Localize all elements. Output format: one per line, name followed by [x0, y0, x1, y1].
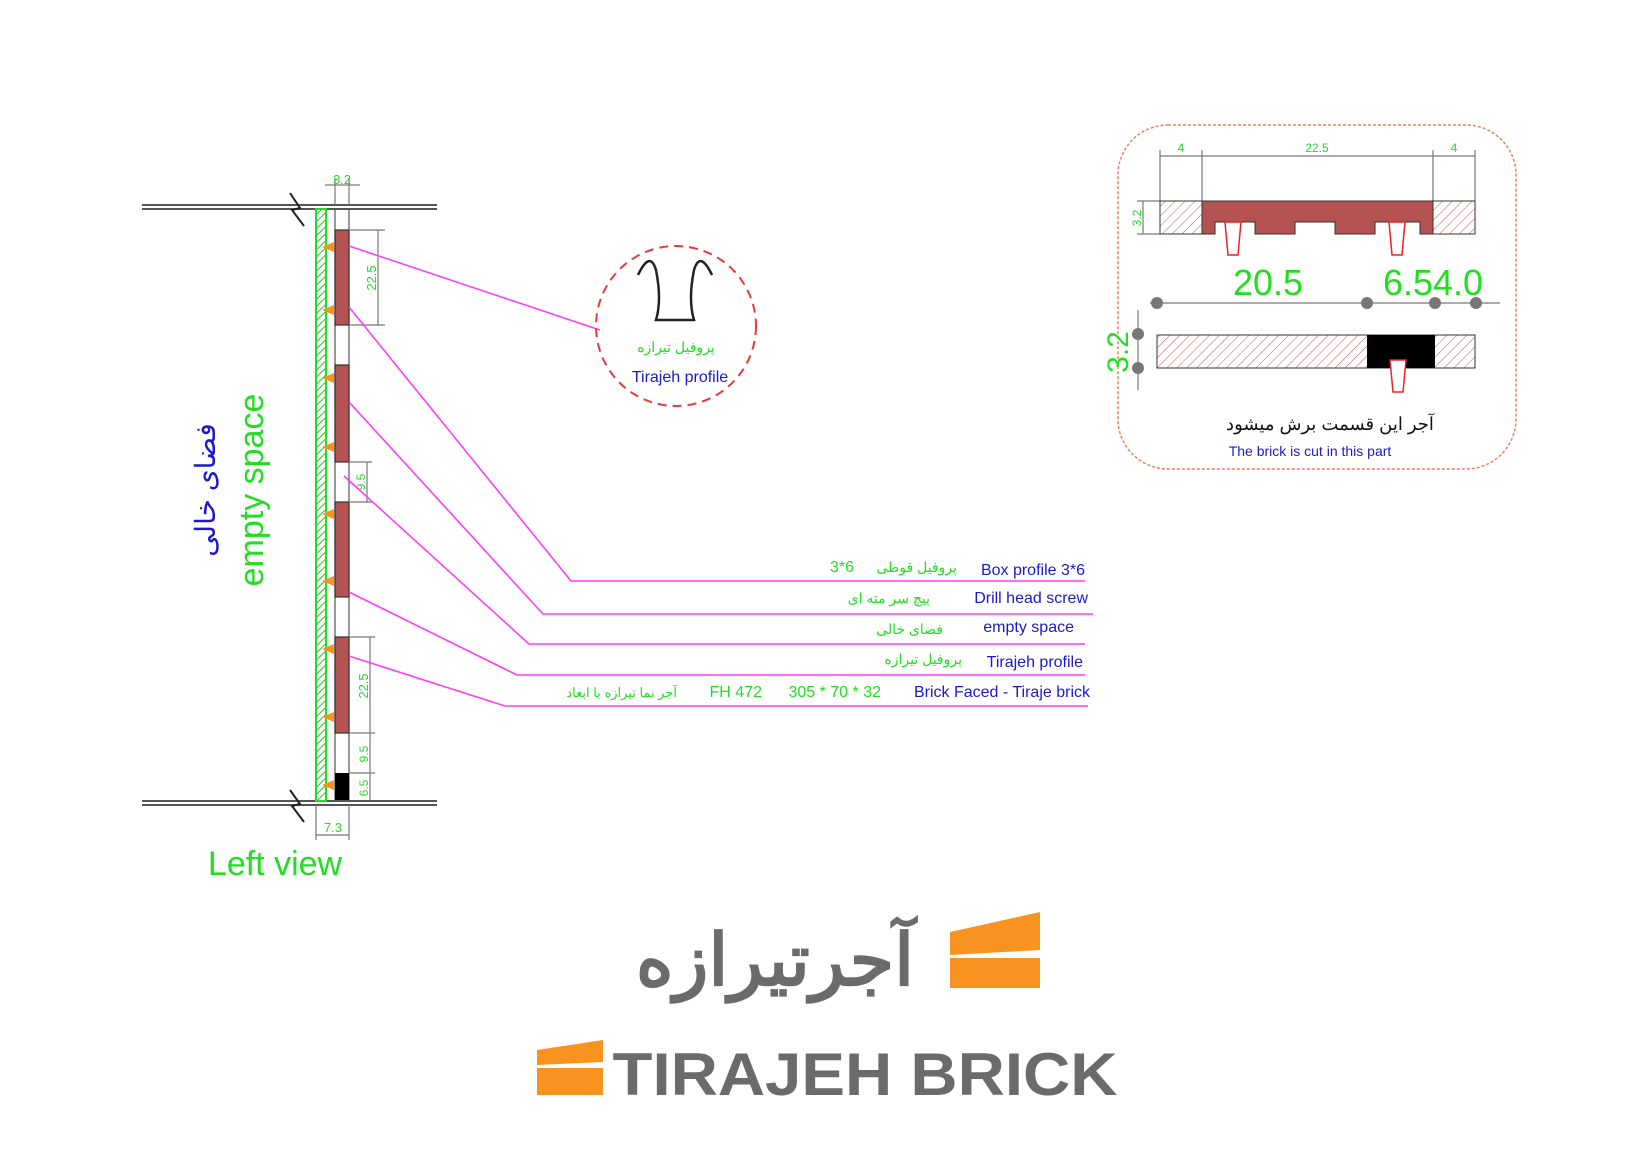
dimension-lines [315, 178, 385, 840]
legend-fa-4: آجر نما تیرازه با ابعاد [566, 684, 678, 701]
dim-gap1: 9.5 [354, 473, 368, 490]
logo-text-fa: آجرتیرازه [636, 914, 918, 1004]
box-profile-strip [315, 208, 327, 802]
legend-en-4: Brick Faced - Tiraje brick [914, 684, 1091, 701]
logo-text-en: TIRAJEH BRICK [613, 1041, 1118, 1108]
dim-end: 6.5 [357, 779, 371, 796]
caption-fa: آجر این قسمت برش میشود [1226, 413, 1435, 435]
full-brick-shape [1201, 200, 1434, 235]
legend-size-4: 305 * 70 * 32 [788, 684, 881, 701]
dim-bottom: 7.3 [324, 820, 342, 835]
brick-logo-icon-bottom [537, 1040, 603, 1095]
top-thickness: 3.2 [1130, 209, 1144, 226]
legend: Box profile 3*6 پروفیل قوطی 3*6 Drill he… [566, 559, 1091, 701]
profile-label-fa: پروفیل تیرازه [637, 339, 715, 356]
cut-dim-middle: 6.5 [1383, 262, 1433, 303]
dim-brick1: 22.5 [364, 265, 379, 290]
company-logo: آجرتیرازه TIRAJEH BRICK [537, 912, 1118, 1108]
legend-fa-1: پیچ سر مته ای [848, 590, 930, 607]
cut-dim-right: 4.0 [1433, 262, 1483, 303]
tirajeh-profile-icon [636, 260, 714, 322]
cut-dim-left: 20.5 [1233, 262, 1303, 303]
brick-column [334, 229, 350, 800]
profile-callout: پروفیل تیرازه Tirajeh profile [595, 245, 757, 407]
profile-clip-cut [1389, 359, 1407, 393]
legend-extra-0: 3*6 [830, 559, 854, 576]
legend-fa-3: پروفیل تیرازه [884, 651, 962, 668]
profile-clip-right [1388, 221, 1406, 256]
left-view-section: 3.2 22.5 9.5 22.5 9.5 6.5 7.3 Left view … [142, 172, 437, 883]
left-view-title: Left view [208, 845, 343, 883]
cut-detail-box: 4 22.5 4 3.2 20.5 6.5 4.0 3.2 آجر این قس… [1102, 124, 1517, 470]
dim-top: 3.2 [333, 172, 351, 187]
leader-lines [343, 245, 1093, 707]
top-dim-middle: 22.5 [1305, 141, 1329, 155]
break-symbol-top [289, 192, 305, 227]
screw-icons [322, 242, 334, 790]
legend-en-0: Box profile 3*6 [981, 562, 1085, 579]
wall-lines [142, 192, 437, 823]
dim-gap2: 9.5 [357, 745, 371, 762]
cut-thickness: 3.2 [1102, 331, 1135, 373]
legend-fa-0: پروفیل قوطی [876, 559, 957, 576]
profile-label-en: Tirajeh profile [632, 369, 728, 386]
legend-en-1: Drill head screw [974, 590, 1088, 607]
dim-brick2: 22.5 [356, 673, 371, 698]
top-dim-right: 4 [1451, 141, 1458, 155]
legend-fa-2: فضای خالی [876, 621, 943, 637]
legend-code-4: FH 472 [710, 684, 763, 701]
brick-logo-icon-top [950, 912, 1040, 988]
empty-space-label-fa: فضای خالی [190, 423, 221, 557]
legend-en-2: empty space [983, 619, 1074, 636]
profile-clip-left [1224, 221, 1242, 256]
cut-brick [335, 773, 349, 800]
top-dim-left: 4 [1178, 141, 1185, 155]
empty-space-label-en: empty space [233, 394, 271, 587]
break-symbol-bottom [289, 789, 305, 823]
legend-en-3: Tirajeh profile [987, 654, 1083, 671]
caption-en: The brick is cut in this part [1229, 443, 1392, 459]
